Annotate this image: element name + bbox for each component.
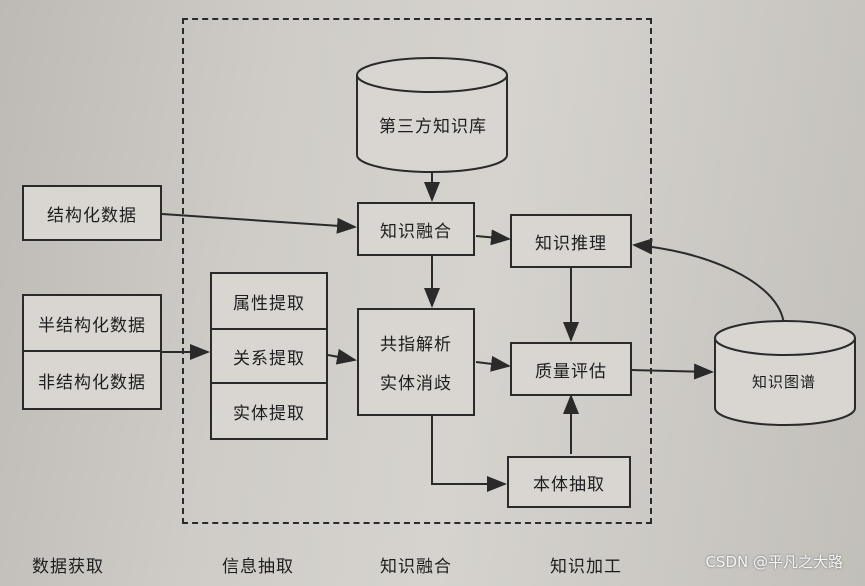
footer-knowledge-fusion: 知识融合 xyxy=(380,557,452,577)
attribute-extraction-box: 属性提取 xyxy=(210,272,328,330)
relation-extraction-box: 关系提取 xyxy=(210,328,328,384)
coreference-box: 共指解析 实体消歧 xyxy=(357,308,475,416)
semi-structured-data-box: 半结构化数据 xyxy=(22,294,162,352)
arrow-structured-to-fusion xyxy=(161,213,357,234)
knowledge-reasoning-box: 知识推理 xyxy=(510,214,632,268)
footer-information-extraction: 信息抽取 xyxy=(222,557,294,577)
knowledge-graph-label: 知识图谱 xyxy=(752,373,817,391)
arrow-fusion-to-reasoning xyxy=(475,229,511,246)
third-party-kb-label: 第三方知识库 xyxy=(379,117,487,137)
disambiguation-label: 实体消歧 xyxy=(380,374,452,394)
arrow-extract-to-coref xyxy=(327,348,357,365)
arrow-kg-to-reasoning xyxy=(632,238,785,326)
third-party-kb-cylinder xyxy=(356,57,508,173)
ontology-extraction-box: 本体抽取 xyxy=(507,456,631,508)
unstructured-data-box: 非结构化数据 xyxy=(22,350,162,410)
coreference-label: 共指解析 xyxy=(380,335,452,355)
csdn-watermark: CSDN @平凡之大路 xyxy=(705,553,843,571)
footer-knowledge-processing: 知识加工 xyxy=(550,557,622,577)
knowledge-fusion-box: 知识融合 xyxy=(357,202,475,256)
footer-data-acquisition: 数据获取 xyxy=(32,557,104,577)
arrow-coref-to-ontology xyxy=(431,416,507,492)
arrow-quality-to-kg xyxy=(631,363,714,380)
entity-extraction-box: 实体提取 xyxy=(210,382,328,440)
processing-boundary xyxy=(182,18,652,524)
arrow-coref-to-quality xyxy=(475,355,511,372)
structured-data-box: 结构化数据 xyxy=(22,185,162,241)
knowledge-graph-cylinder xyxy=(714,320,856,426)
quality-assessment-box: 质量评估 xyxy=(510,342,632,396)
